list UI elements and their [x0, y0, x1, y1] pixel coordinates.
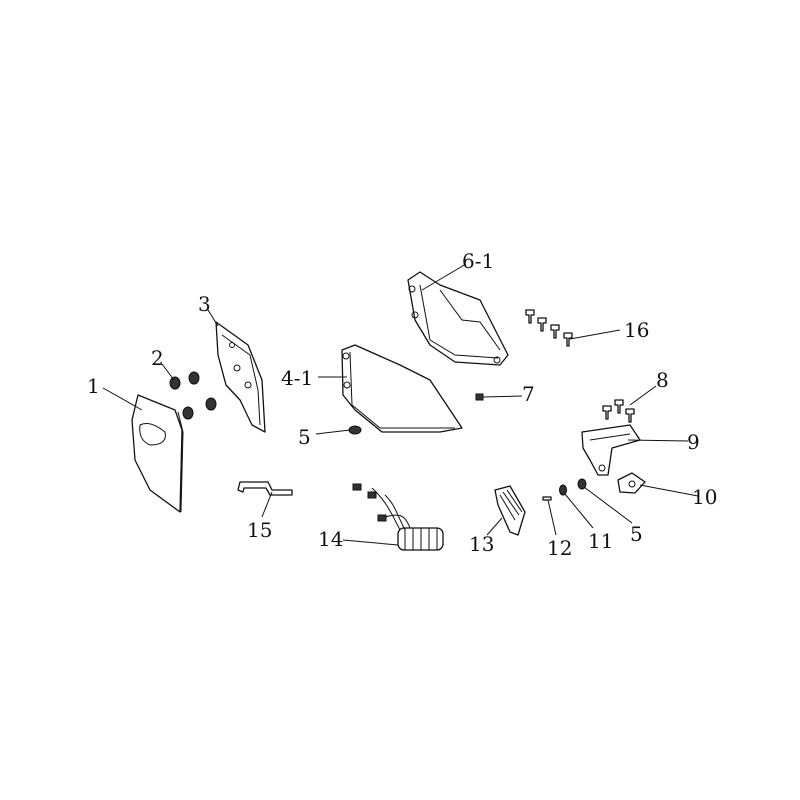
callout-5-right: 5	[630, 522, 643, 546]
callout-5-left: 5	[298, 425, 311, 449]
part-7-clip	[475, 393, 484, 401]
callout-16: 16	[624, 318, 650, 342]
callout-2: 2	[151, 346, 164, 370]
callout-11: 11	[588, 529, 614, 553]
part-10-plate	[617, 472, 646, 494]
callout-3: 3	[198, 292, 211, 316]
part-12-pin	[542, 496, 552, 501]
part-9-bracket	[581, 424, 641, 476]
callout-8: 8	[656, 368, 669, 392]
callout-9: 9	[687, 430, 700, 454]
part-4-1-side-cover	[341, 344, 463, 433]
leader-lines	[102, 263, 699, 546]
part-14-harness	[352, 483, 444, 551]
part-16-bolts	[525, 309, 573, 347]
callout-4-1: 4-1	[281, 366, 314, 390]
callout-14: 14	[318, 527, 344, 551]
part-13-reflector	[494, 485, 526, 536]
part-5-grommet	[348, 425, 362, 435]
callout-10: 10	[692, 485, 718, 509]
callout-12: 12	[547, 536, 573, 560]
callout-6-1: 6-1	[462, 249, 495, 273]
part-8-bolts	[602, 399, 635, 423]
part-2-nuts	[169, 371, 217, 420]
callout-15: 15	[247, 518, 273, 542]
part-15-hose	[237, 481, 293, 496]
callout-13: 13	[469, 532, 495, 556]
part-5-grommet-right	[577, 478, 587, 490]
part-6-1-frame-cover	[407, 271, 509, 366]
part-11-washer	[559, 484, 567, 496]
part-1-side-cover	[131, 394, 184, 513]
callout-7: 7	[522, 382, 535, 406]
callout-1: 1	[87, 374, 100, 398]
part-3-inner-panel	[215, 321, 266, 433]
